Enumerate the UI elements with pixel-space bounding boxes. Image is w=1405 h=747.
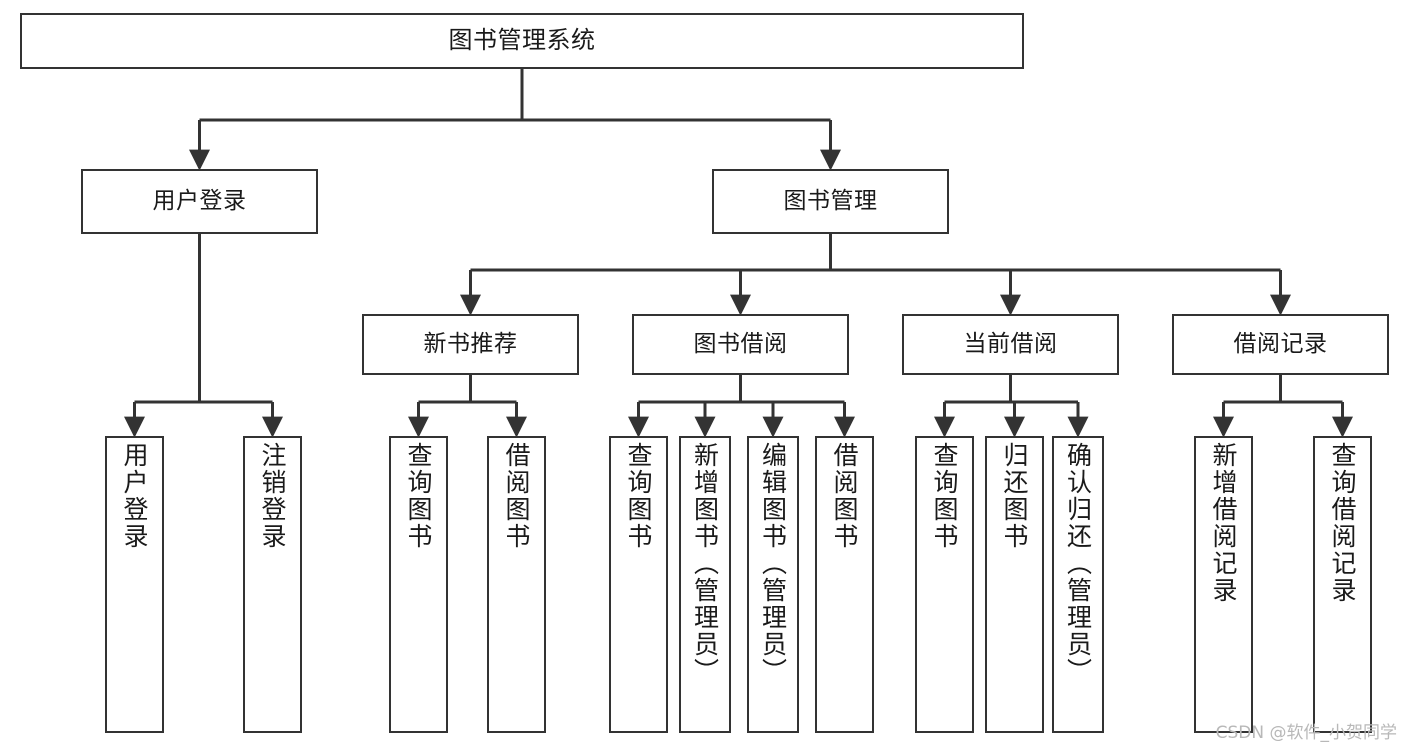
- node-leaf-edit-book-label: 编辑图书（管理员）: [758, 442, 788, 685]
- node-leaf-logout[interactable]: 注销登录: [243, 436, 302, 733]
- node-leaf-user-login-label: 用户登录: [120, 442, 149, 550]
- node-leaf-query-book-cur-label: 查询图书: [930, 442, 959, 550]
- node-current-borrow-label: 当前借阅: [963, 331, 1058, 358]
- node-leaf-add-record-label: 新增借阅记录: [1209, 442, 1238, 604]
- node-root-label: 图书管理系统: [448, 26, 596, 55]
- node-leaf-query-book-rec-label: 查询图书: [404, 442, 433, 550]
- node-book-manage-label: 图书管理: [783, 188, 878, 215]
- node-leaf-logout-label: 注销登录: [258, 442, 287, 550]
- node-leaf-confirm-return[interactable]: 确认归还（管理员）: [1052, 436, 1104, 733]
- watermark: CSDN @软件_小贺同学: [1215, 723, 1397, 743]
- node-leaf-borrow-book-rec[interactable]: 借阅图书: [487, 436, 546, 733]
- node-leaf-query-book-borrow-label: 查询图书: [624, 442, 653, 550]
- node-new-book-rec-label: 新书推荐: [423, 331, 518, 358]
- node-new-book-rec[interactable]: 新书推荐: [362, 314, 579, 375]
- node-user-login[interactable]: 用户登录: [81, 169, 318, 234]
- node-current-borrow[interactable]: 当前借阅: [902, 314, 1119, 375]
- node-user-login-label: 用户登录: [152, 188, 247, 215]
- node-leaf-borrow-book-label: 借阅图书: [830, 442, 859, 550]
- node-leaf-add-book-label: 新增图书（管理员）: [690, 442, 720, 685]
- node-leaf-add-record[interactable]: 新增借阅记录: [1194, 436, 1253, 733]
- node-leaf-edit-book[interactable]: 编辑图书（管理员）: [747, 436, 799, 733]
- node-root[interactable]: 图书管理系统: [20, 13, 1024, 69]
- node-leaf-add-book[interactable]: 新增图书（管理员）: [679, 436, 731, 733]
- node-leaf-borrow-book-rec-label: 借阅图书: [502, 442, 531, 550]
- node-leaf-query-book-rec[interactable]: 查询图书: [389, 436, 448, 733]
- node-book-manage[interactable]: 图书管理: [712, 169, 949, 234]
- node-leaf-query-record-label: 查询借阅记录: [1328, 442, 1357, 604]
- node-leaf-query-book-borrow[interactable]: 查询图书: [609, 436, 668, 733]
- node-borrow-record[interactable]: 借阅记录: [1172, 314, 1389, 375]
- node-leaf-confirm-return-label: 确认归还（管理员）: [1063, 442, 1093, 685]
- node-leaf-return-book[interactable]: 归还图书: [985, 436, 1044, 733]
- node-leaf-user-login[interactable]: 用户登录: [105, 436, 164, 733]
- node-leaf-query-book-cur[interactable]: 查询图书: [915, 436, 974, 733]
- node-leaf-return-book-label: 归还图书: [1000, 442, 1029, 550]
- node-leaf-query-record[interactable]: 查询借阅记录: [1313, 436, 1372, 733]
- node-book-borrow-label: 图书借阅: [693, 331, 788, 358]
- node-borrow-record-label: 借阅记录: [1233, 331, 1328, 358]
- node-book-borrow[interactable]: 图书借阅: [632, 314, 849, 375]
- node-leaf-borrow-book[interactable]: 借阅图书: [815, 436, 874, 733]
